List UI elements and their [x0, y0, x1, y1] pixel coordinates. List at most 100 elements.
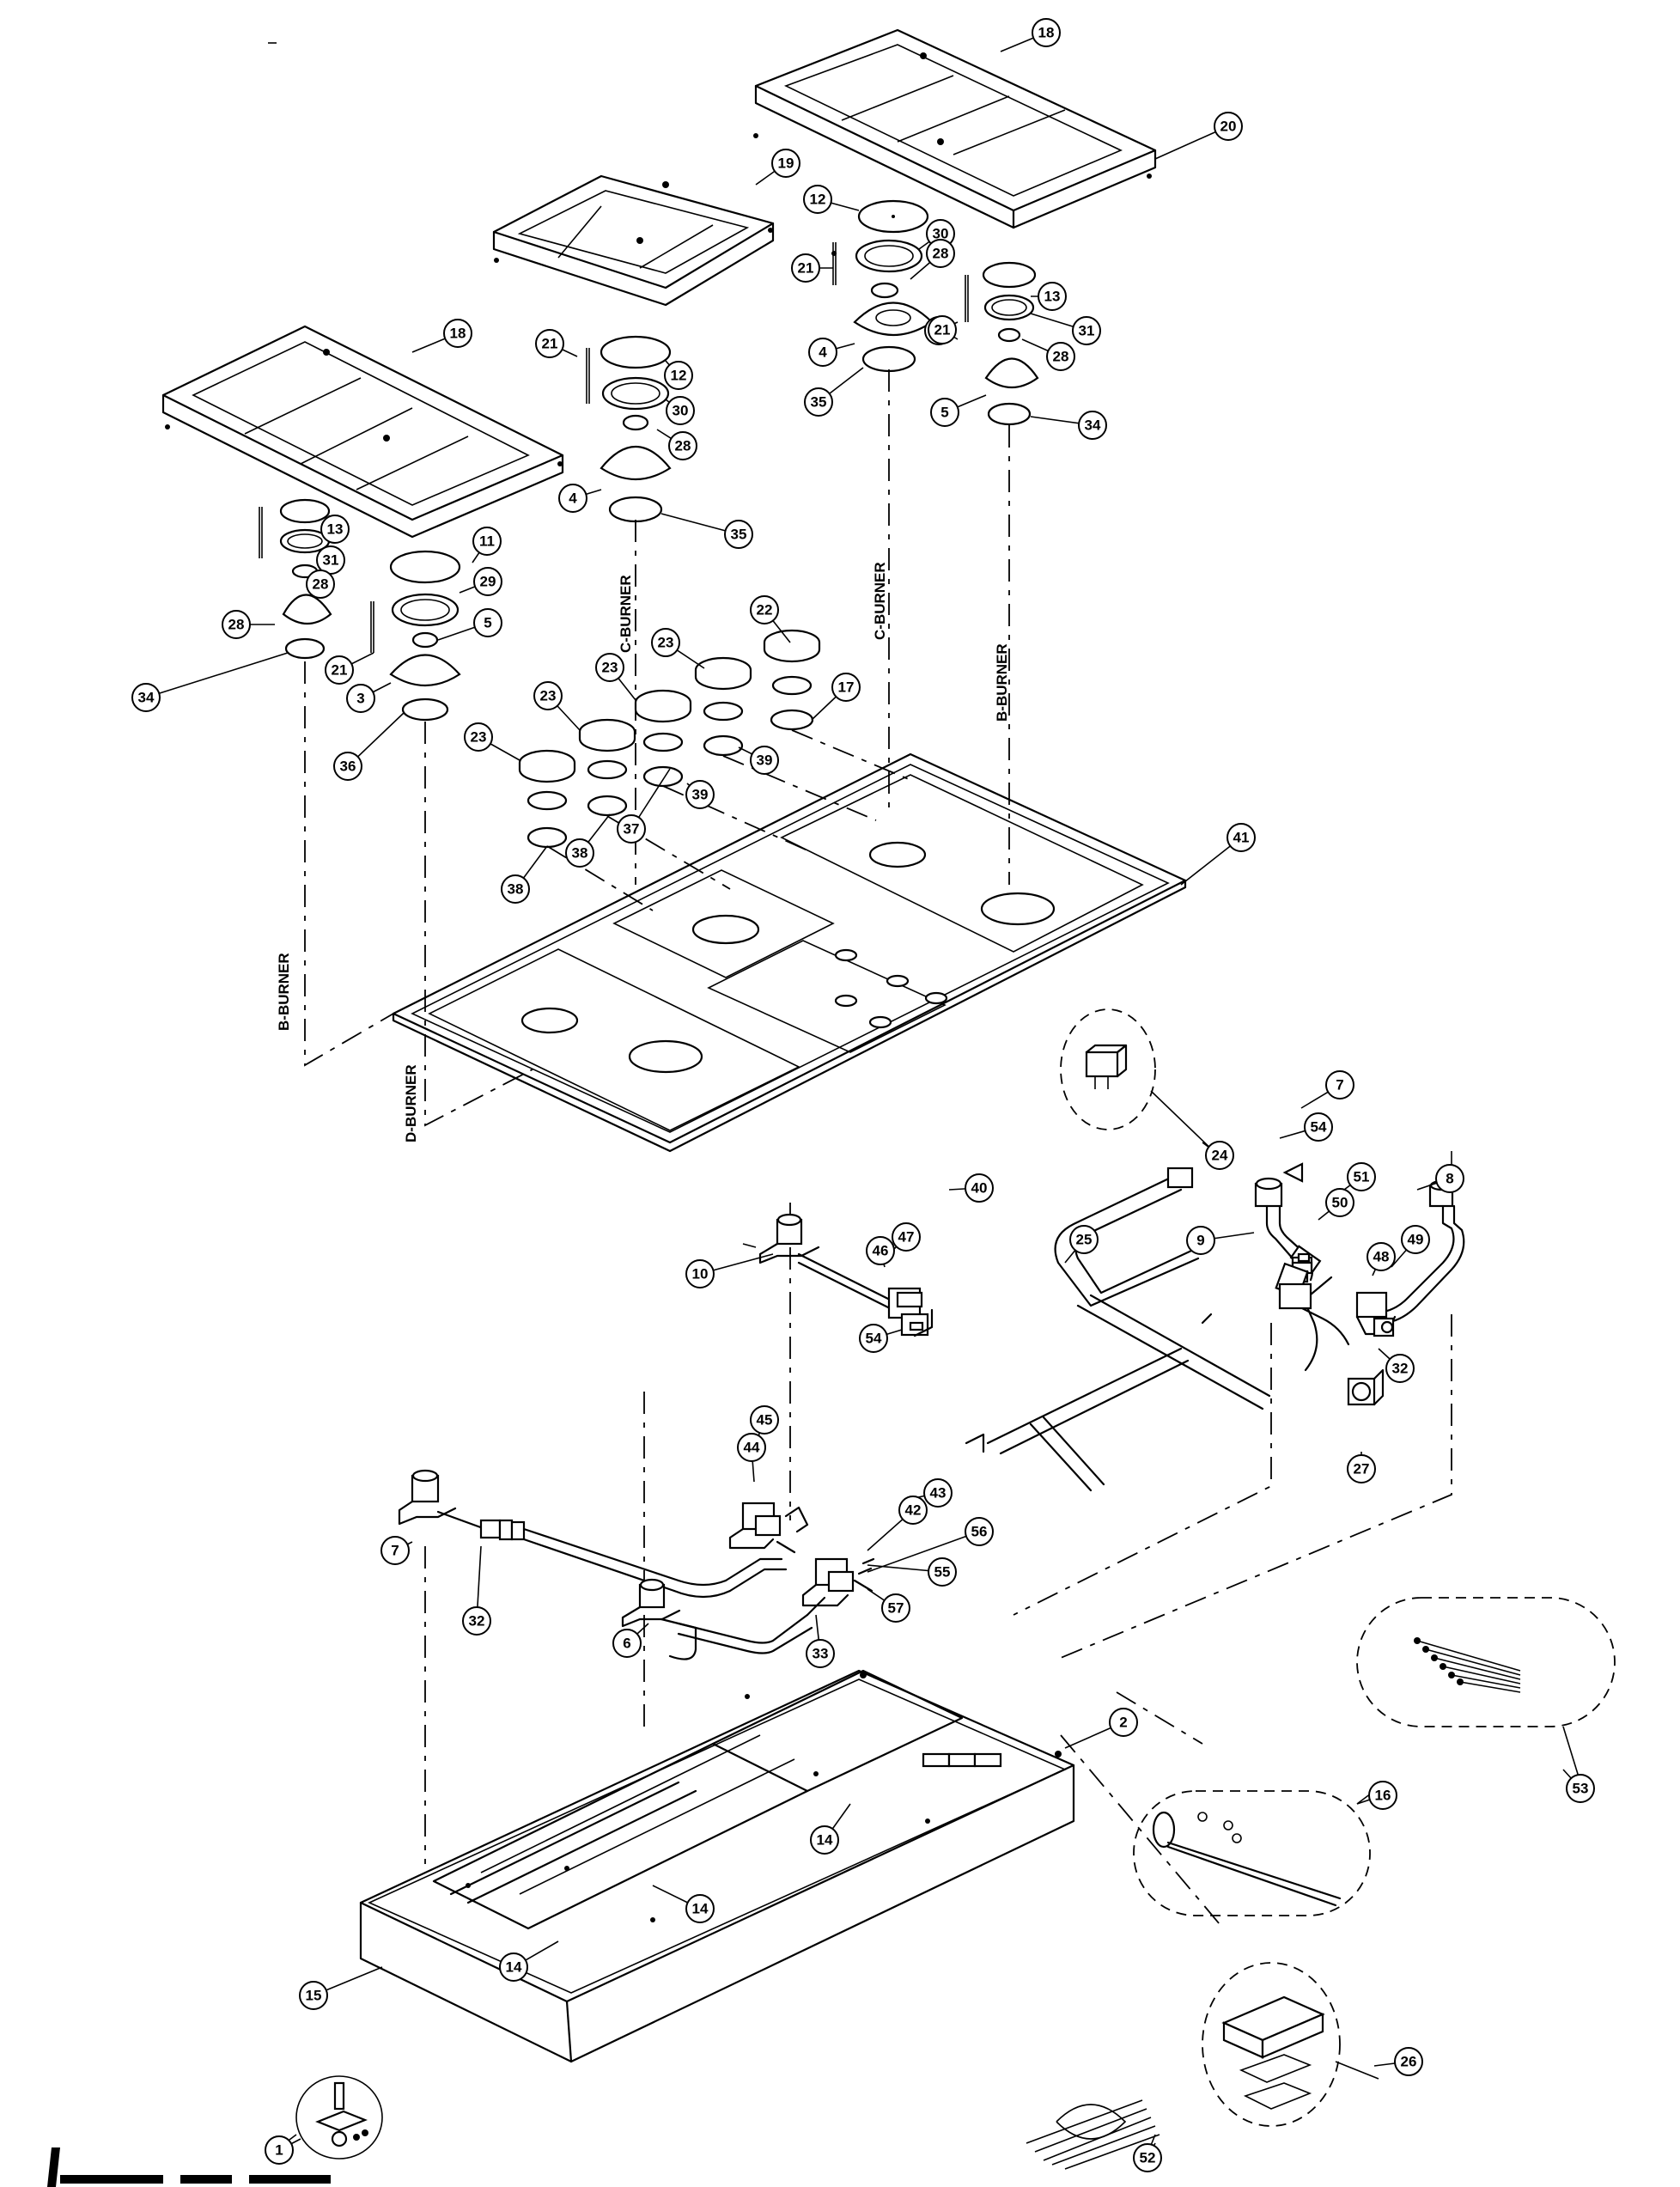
- callout-circle: [499, 1952, 528, 1982]
- callout-circle: [535, 329, 564, 358]
- part-number-label: 41: [1233, 830, 1250, 846]
- callout-circle: [810, 1825, 839, 1855]
- grate-right-18: [753, 28, 1157, 229]
- part-number-label: 25: [1076, 1232, 1093, 1248]
- part-number-label: 14: [506, 1959, 522, 1976]
- callout-circle: [1069, 1225, 1099, 1254]
- part-number-label: 22: [757, 602, 773, 618]
- part-number-label: 8: [1446, 1171, 1453, 1187]
- callout-circle: [1367, 1242, 1396, 1271]
- callout-circle: [668, 431, 697, 460]
- callout-circle: [930, 398, 959, 427]
- callout-circle: [473, 608, 502, 637]
- wire-harness-53: [1356, 1597, 1616, 1783]
- burner-label-b-2: B-BURNER: [276, 953, 292, 1031]
- callout-circle: [926, 239, 955, 268]
- part-number-label: 54: [1311, 1119, 1327, 1136]
- callout-circle: [928, 1557, 957, 1587]
- part-number-label: 28: [313, 576, 329, 593]
- burner-stack-left-center: [370, 550, 461, 722]
- callout-circle: [898, 1496, 928, 1525]
- callout-circle: [595, 653, 624, 682]
- callout-circle: [1214, 112, 1243, 141]
- part-number-label: 4: [569, 490, 577, 507]
- part-number-label: 33: [813, 1646, 829, 1662]
- callout-circle: [1368, 1781, 1397, 1810]
- callout-circle: [1325, 1188, 1354, 1217]
- callout-circle: [443, 319, 472, 348]
- callout-circle: [804, 387, 833, 417]
- part-number-label: 18: [1038, 25, 1055, 41]
- callout-circle: [1325, 1070, 1354, 1100]
- callout-circle: [380, 1536, 410, 1565]
- alignment-lines: [304, 369, 1452, 1925]
- part-number-label: 16: [1375, 1788, 1391, 1804]
- part-number-label: 20: [1220, 119, 1237, 135]
- part-number-label: 21: [332, 662, 348, 679]
- callout-circle: [131, 683, 161, 712]
- part-number-label: 13: [327, 521, 344, 538]
- part-number-label: 30: [933, 226, 949, 242]
- callout-circle: [1227, 823, 1256, 852]
- callout-circle: [533, 681, 563, 710]
- part-number-label: 27: [1354, 1461, 1370, 1477]
- part-number-label: 48: [1373, 1249, 1390, 1265]
- callout-circle: [806, 1639, 835, 1668]
- burner-label-b-1: B-BURNER: [994, 643, 1010, 722]
- callout-circle: [222, 610, 251, 639]
- part-number-label: 13: [1044, 289, 1061, 305]
- part-number-label: 32: [1392, 1361, 1409, 1377]
- page-mark: [47, 2147, 331, 2187]
- part-number-label: 39: [692, 787, 709, 803]
- callout-circle: [866, 1236, 895, 1265]
- burner-assembly-16: [1133, 1790, 1375, 1916]
- part-number-label: 5: [484, 615, 491, 631]
- callout-circle: [1109, 1708, 1138, 1737]
- part-number-label: 12: [671, 368, 687, 384]
- part-number-label: 4: [819, 344, 827, 361]
- callout-circle: [1038, 282, 1067, 311]
- hardware-1: [278, 2075, 383, 2160]
- part-number-label: 17: [838, 679, 855, 696]
- part-number-label: 42: [905, 1502, 922, 1519]
- part-number-label: 15: [306, 1988, 322, 2004]
- grate-center-19: [492, 174, 775, 307]
- grate-left-18: [161, 325, 564, 539]
- callout-circle: [462, 1606, 491, 1636]
- callout-circle: [803, 185, 832, 214]
- part-number-label: 1: [275, 2142, 283, 2159]
- burner-label-c-2: C-BURNER: [872, 562, 888, 640]
- callout-circle: [750, 1405, 779, 1435]
- callout-circle: [1304, 1112, 1333, 1142]
- wire-bundle-52: [1026, 2099, 1160, 2170]
- part-number-label: 21: [798, 260, 814, 277]
- part-number-label: 5: [940, 405, 948, 421]
- callout-circle: [831, 673, 861, 702]
- callout-circle: [617, 814, 646, 844]
- callout-circle: [1072, 316, 1101, 345]
- callout-circle: [333, 752, 362, 781]
- callout-circle: [685, 1894, 715, 1923]
- callout-circle: [558, 484, 587, 513]
- part-number-label: 30: [673, 403, 689, 419]
- part-number-label: 40: [971, 1180, 988, 1197]
- callout-circle: [651, 628, 680, 657]
- part-number-label: 38: [572, 845, 588, 862]
- part-number-label: 12: [810, 192, 826, 208]
- callout-circle: [612, 1629, 642, 1658]
- callout-circle: [808, 338, 837, 367]
- part-number-label: 49: [1408, 1232, 1424, 1248]
- callout-circle: [472, 527, 502, 556]
- callout-circle: [750, 595, 779, 624]
- part-number-label: 21: [542, 336, 558, 352]
- callout-circle: [965, 1173, 994, 1203]
- part-number-label: 14: [692, 1901, 709, 1917]
- callout-circle: [464, 722, 493, 752]
- module-26: [1202, 1962, 1379, 2127]
- part-number-label: 6: [623, 1636, 630, 1652]
- part-number-label: 51: [1354, 1169, 1370, 1185]
- callout-circle: [1347, 1454, 1376, 1483]
- callout-circle: [664, 361, 693, 390]
- callout-circle: [928, 315, 957, 344]
- callout-circle: [1078, 411, 1107, 440]
